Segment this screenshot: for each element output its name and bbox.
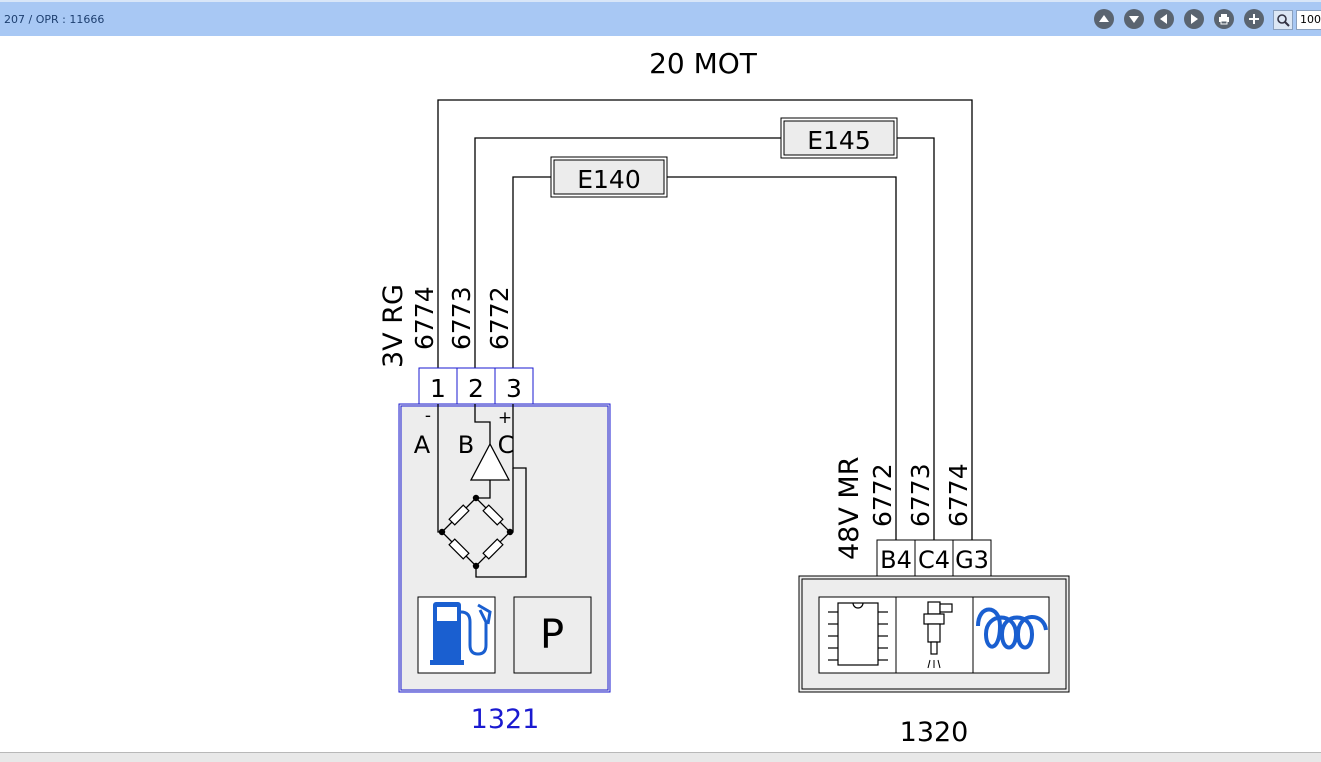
up-arrow-button[interactable]	[1094, 9, 1114, 29]
status-bar	[0, 752, 1321, 762]
left-pin-block: 1 2 3	[418, 367, 534, 405]
left-wire-3-label: 6772	[485, 286, 514, 350]
sensor-id: 1321	[471, 704, 540, 735]
left-arrow-button[interactable]	[1154, 9, 1174, 29]
right-pin-g3: G3	[955, 546, 989, 574]
right-pin-block: B4 C4 G3	[876, 539, 992, 577]
wiring-diagram: 20 MOT E145 E140 3V RG 6774 6773 6772 1 …	[378, 47, 1070, 748]
right-pin-b4: B4	[880, 546, 912, 574]
down-arrow-icon	[1129, 16, 1139, 23]
right-wire-3-label: 6774	[944, 463, 973, 527]
right-connector-label: 48V MR	[834, 457, 865, 560]
left-pin-2: 2	[468, 374, 484, 403]
wire-6773	[474, 137, 935, 540]
connector-e140: E140	[550, 156, 668, 198]
ecu-id: 1320	[900, 717, 969, 748]
down-arrow-button[interactable]	[1124, 9, 1144, 29]
toolbar: 207 / OPR : 11666 100	[0, 0, 1321, 36]
left-pin-1: 1	[430, 374, 446, 403]
right-arrow-icon	[1191, 14, 1198, 24]
zoom-input[interactable]: 100	[1296, 10, 1321, 30]
magnifier-button[interactable]	[1273, 10, 1293, 30]
ecu-component	[798, 575, 1070, 693]
left-pin-3: 3	[506, 374, 522, 403]
bridge-resistors	[448, 504, 504, 560]
right-wire-2-label: 6773	[906, 463, 935, 527]
plus-icon	[1249, 14, 1259, 24]
fuel-pump-icon	[417, 596, 496, 674]
right-arrow-button[interactable]	[1184, 9, 1204, 29]
wires	[437, 99, 973, 540]
left-connector-label: 3V RG	[378, 284, 409, 368]
right-wire-1-label: 6772	[868, 463, 897, 527]
pressure-p-icon: P	[513, 596, 592, 674]
chip-icon	[818, 596, 897, 674]
left-wire-2-label: 6773	[447, 286, 476, 350]
left-arrow-icon	[1160, 14, 1167, 24]
pressure-p-symbol: P	[540, 612, 564, 658]
connector-e140-label: E140	[577, 165, 641, 194]
harness-title: 20 MOT	[649, 47, 758, 80]
terminal-c: C	[498, 431, 515, 459]
print-button[interactable]	[1214, 9, 1234, 29]
injector-icon	[895, 596, 974, 674]
sensor-component: - + A B C	[398, 403, 611, 693]
magnifier-icon	[1277, 14, 1290, 27]
zoom-in-button[interactable]	[1244, 9, 1264, 29]
right-pin-c4: C4	[918, 546, 950, 574]
left-wire-1-label: 6774	[410, 286, 439, 350]
terminal-plus: +	[498, 408, 512, 428]
up-arrow-icon	[1099, 15, 1109, 22]
print-icon	[1219, 14, 1229, 25]
breadcrumb: 207 / OPR : 11666	[4, 13, 105, 26]
terminal-a: A	[414, 431, 431, 459]
terminal-b: B	[458, 431, 474, 459]
terminal-minus: -	[425, 406, 431, 426]
bridge-nodes	[438, 494, 514, 570]
wire-6774	[437, 99, 973, 540]
coil-icon	[972, 596, 1050, 674]
wire-6772	[512, 176, 897, 540]
connector-e145: E145	[780, 117, 898, 159]
connector-e145-label: E145	[807, 126, 871, 155]
